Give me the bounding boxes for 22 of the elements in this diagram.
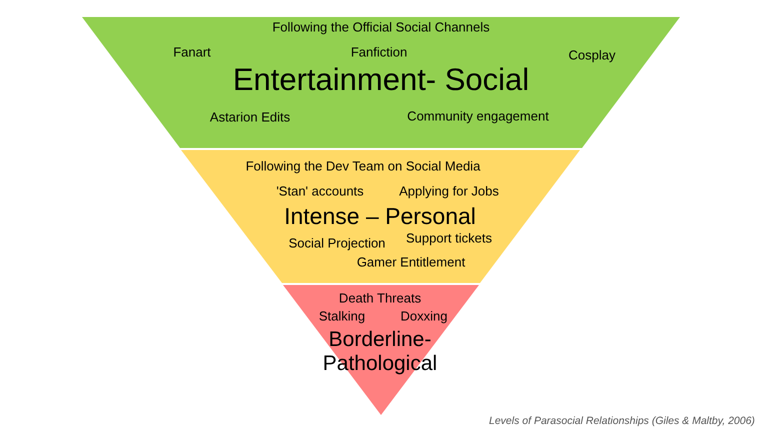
tier-item: Community engagement (407, 107, 549, 126)
tier-item: Applying for Jobs (399, 182, 499, 200)
tier-item: Social Projection (288, 234, 386, 252)
tier-item: Following the Dev Team on Social Media (246, 157, 480, 176)
tier-item: Gamer Entitlement (356, 253, 466, 272)
tier-item: Astarion Edits (210, 108, 290, 126)
tier-item: Doxxing (400, 307, 448, 326)
tier-item: Fanfiction (350, 43, 408, 62)
pyramid-tier (181, 150, 580, 283)
tier-item: 'Stan' accounts (276, 182, 364, 200)
tier-item: Fanart (173, 43, 211, 62)
tier-item: Cosplay (568, 46, 616, 64)
caption: Levels of Parasocial Relationships (Giles & Maltby, 2006) (489, 414, 755, 429)
tier-heading: Entertainment- Social (232, 60, 530, 99)
pyramid-tier (283, 285, 479, 415)
tier-heading: Borderline- Pathological (322, 328, 438, 376)
tier-heading: Intense – Personal (284, 202, 476, 231)
tier-item: Following the Official Social Channels (272, 18, 490, 36)
pyramid-tier (82, 17, 680, 148)
tier-item: Stalking (318, 307, 366, 326)
tier-item: Death Threats (338, 289, 422, 308)
tier-item: Support tickets (406, 229, 492, 248)
